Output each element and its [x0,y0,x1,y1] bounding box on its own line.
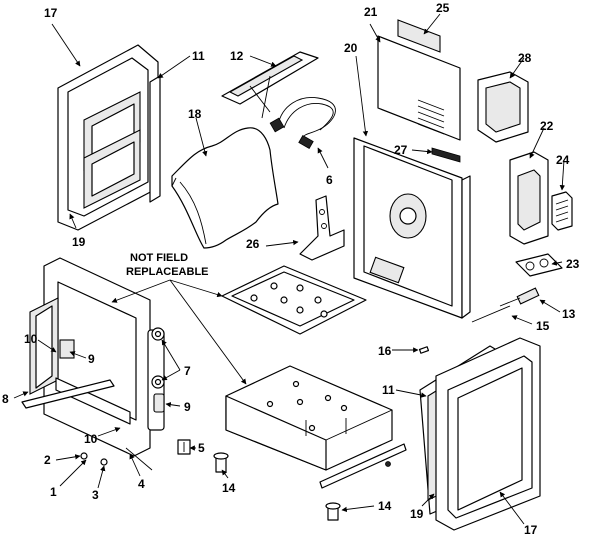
switch-plate [515,253,563,277]
callout-16: 16 [378,344,392,358]
note-line-1: NOT FIELD [130,252,188,264]
callout-10-bottom: 10 [84,432,98,446]
callout-4: 4 [138,477,145,491]
callout-12: 12 [230,49,244,63]
callout-8: 8 [2,392,9,406]
power-cord [269,97,336,150]
callout-14-left: 14 [222,481,236,495]
callout-6: 6 [326,173,333,187]
front-frame [21,257,165,457]
callout-3: 3 [92,488,99,502]
drawer-rail [319,443,407,489]
callout-15: 15 [536,319,550,333]
callout-5: 5 [198,441,205,455]
leveling-leg [177,439,191,455]
callout-20: 20 [344,41,358,55]
oven-door-top-left [57,44,161,231]
callout-1: 1 [50,485,57,499]
callout-17-bottom: 17 [524,523,538,536]
callout-14-bottom: 14 [378,499,392,513]
oven-door-bottom-right [419,337,541,531]
plugs [151,327,165,413]
callout-17-top: 17 [44,6,58,20]
callout-25: 25 [436,1,450,15]
callout-11-top: 11 [192,49,205,63]
note-line-2: REPLACEABLE [126,266,209,278]
control-housing [477,71,573,245]
callout-7: 7 [184,364,191,378]
not-field-replaceable-note: NOT FIELD REPLACEABLE [126,252,209,278]
callout-24: 24 [556,153,570,167]
callout-13: 13 [562,307,576,321]
callout-9-right: 9 [184,400,191,414]
back-panel-assembly [353,19,471,319]
lower-chassis [225,365,393,471]
callout-18: 18 [188,107,202,121]
callout-28: 28 [518,51,532,65]
callout-9-left: 9 [88,352,95,366]
leader-lines [13,13,566,525]
callout-11-bottom: 11 [382,383,395,397]
callout-22: 22 [540,119,554,133]
callout-19-left: 19 [72,235,86,249]
small-parts [80,447,153,471]
callout-labels: 17 11 12 18 6 19 26 21 25 20 28 27 22 24… [2,1,580,536]
callout-19-bottom: 19 [410,507,424,521]
callout-21: 21 [364,5,378,19]
wire-harness [221,51,319,119]
callout-27: 27 [394,143,408,157]
feet [213,452,341,521]
callout-2: 2 [44,453,51,467]
sensor [418,287,540,354]
callout-10-top: 10 [24,332,38,346]
insulation-blanket [171,127,279,249]
oven-bottom [221,265,367,335]
callout-26: 26 [246,237,260,251]
bracket [299,195,345,261]
callout-23: 23 [566,257,580,271]
